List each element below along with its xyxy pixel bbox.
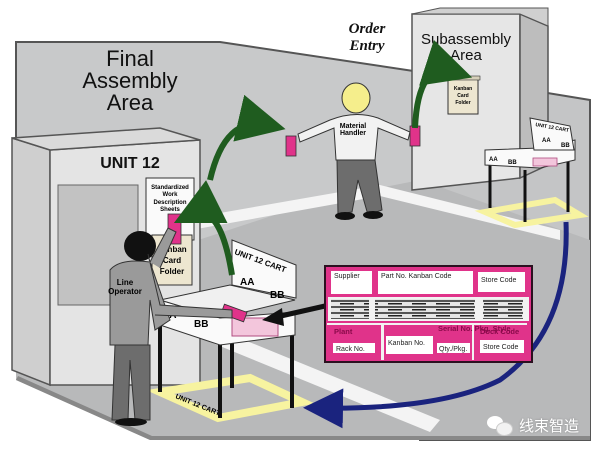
svg-text:AA: AA [489,157,498,163]
watermark: 线束智造 [487,415,579,436]
line-operator-label-2: Operator [108,287,142,296]
blue-arrow-return [303,221,569,429]
material-handler: Material Handler [297,82,411,220]
material-handler-label-1: Material [340,123,367,130]
card-rack-no: Rack No. [336,346,365,353]
svg-text:Standardized: Standardized [151,185,189,191]
svg-text:Card: Card [457,93,468,99]
card-pointer-arrowhead [262,308,284,326]
card-part-no: Part No. Kanban Code [381,273,452,280]
svg-text:BB: BB [508,160,517,166]
watermark-text: 线束智造 [519,417,580,435]
subassembly-label-2: Area [450,47,482,64]
svg-text:UNIT 12 CART: UNIT 12 CART [535,122,569,134]
svg-text:Kanban: Kanban [157,245,186,254]
svg-text:AA: AA [542,138,551,144]
wechat-icon [487,415,513,436]
svg-text:Folder: Folder [455,100,470,106]
subassembly-cart: UNIT 12 CART AA BB AA BB [474,117,589,229]
svg-text:Card: Card [163,256,181,265]
svg-text:BB: BB [561,143,570,149]
subassembly-label-1: Subassembly [421,31,512,48]
svg-text:Sheets: Sheets [160,207,180,213]
unit12-label: UNIT 12 [100,155,160,172]
barcode-3 [483,299,523,319]
final-assembly-label-3: Area [107,90,154,115]
handler-card-left [285,135,297,157]
svg-text:AA: AA [240,277,254,288]
green-arrow-to-handler [207,94,286,181]
material-handler-label-2: Handler [340,130,366,137]
card-kanban-no: Kanban No. [388,340,425,347]
card-store-code-bottom: Store Code [483,344,519,351]
svg-text:Description: Description [153,200,186,206]
unit12-cabinet-side [11,136,51,387]
final-assembly-label-1: Final [106,46,154,71]
kanban-card-detail: Supplier Part No. Kanban Code Store Code… [324,265,533,363]
barcode-2 [375,299,475,319]
svg-text:BB: BB [194,319,208,330]
handler-card-right [409,125,421,147]
barcode-1 [331,299,369,319]
card-supplier: Supplier [334,273,360,280]
line-operator: Line Operator [108,227,233,426]
order-entry-label-1: Order [349,21,386,37]
card-plant: Plant [334,327,353,336]
subassembly-tower-top [411,7,549,27]
subassembly-kanban-folder: Kanban Card Folder [447,75,481,115]
line-operator-label-1: Line [117,278,134,287]
green-arrow-to-folder [173,180,235,276]
order-entry-label-2: Entry [348,38,384,54]
final-assembly-label-2: Assembly [82,68,177,93]
card-serial-no: Serial No. Pkg. Style [438,324,511,333]
svg-text:BB: BB [270,290,284,301]
svg-text:Work: Work [163,192,179,198]
svg-text:Folder: Folder [160,267,184,276]
card-store-code-top: Store Code [481,277,517,284]
unit12-cabinet-top [11,127,201,151]
card-dock-code: Dock Code [480,327,519,336]
green-arrow-to-subassembly [412,39,473,129]
svg-text:Kanban: Kanban [454,86,472,92]
card-qty-pkg: Qty./Pkg. [439,346,467,353]
